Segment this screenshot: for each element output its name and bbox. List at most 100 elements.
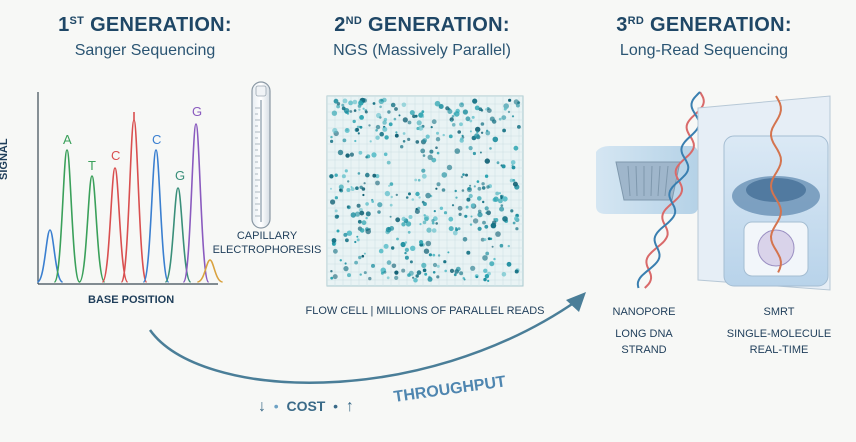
cluster-dot [422, 202, 427, 206]
cluster-dot [355, 186, 359, 190]
up-arrow-icon: ↑ [345, 398, 354, 415]
cluster-dot [389, 215, 392, 218]
gen2-subtitle: NGS (Massively Parallel) [333, 42, 511, 59]
cluster-dot [467, 187, 471, 191]
cluster-dot [372, 102, 376, 105]
chromatogram-peak [120, 119, 148, 283]
nanopore-line1: LONG DNA [615, 328, 673, 340]
cluster-dot [329, 174, 334, 179]
cluster-dot [375, 135, 380, 140]
chromatogram-peaks [36, 112, 223, 283]
cluster-dot [441, 188, 446, 192]
cluster-dot [431, 119, 437, 125]
cluster-dot [402, 132, 406, 135]
cluster-dot [348, 100, 353, 106]
cluster-dot [451, 204, 455, 207]
cluster-dot [414, 209, 420, 214]
cluster-dot [408, 215, 413, 219]
nanopore-title: NANOPORE [612, 306, 676, 318]
cluster-dot [483, 277, 487, 282]
chromatogram-x-label: BASE POSITION [88, 294, 175, 306]
cluster-dot [422, 138, 428, 143]
cluster-dot [481, 182, 485, 186]
cluster-dot [465, 173, 468, 177]
cluster-dot [432, 253, 436, 257]
cluster-dot [477, 196, 482, 201]
cluster-dot [506, 261, 512, 267]
cluster-dot [365, 172, 370, 178]
cluster-dot [446, 164, 453, 171]
cost-trend: ↓ • COST • ↑ [258, 398, 354, 416]
cluster-dot [401, 216, 406, 222]
cluster-dot [514, 269, 519, 274]
cluster-dot [416, 120, 422, 126]
cluster-dot [489, 116, 495, 122]
cluster-dot [371, 263, 375, 268]
cluster-dot [501, 164, 506, 169]
chromatogram-peak [101, 167, 129, 283]
cluster-dot [422, 268, 427, 273]
cluster-dot [383, 243, 389, 249]
cluster-dot [331, 242, 335, 245]
cluster-dot [352, 99, 358, 105]
cluster-dot [334, 209, 338, 213]
cluster-dot [356, 235, 359, 238]
cluster-dot [372, 173, 377, 178]
cluster-dot [457, 130, 461, 134]
gen1-title: 1ST GENERATION: [45, 14, 245, 37]
cluster-dot [400, 145, 404, 149]
bullet-dot: • [269, 398, 283, 414]
cluster-dot [486, 210, 491, 216]
cluster-dot [465, 205, 469, 209]
cluster-dot [368, 124, 371, 127]
cluster-dot [509, 178, 514, 183]
cluster-dot [420, 148, 426, 154]
cluster-dot [490, 222, 497, 229]
cluster-dot [470, 265, 476, 271]
base-label-g1: G [175, 168, 186, 183]
cluster-dot [478, 107, 483, 111]
cluster-dot [390, 102, 396, 108]
cluster-dot [366, 154, 371, 159]
cluster-dot [459, 102, 465, 108]
cluster-dot [402, 140, 406, 143]
cluster-dot [473, 185, 476, 188]
cluster-dot [468, 146, 473, 151]
cluster-dot [448, 216, 454, 222]
cluster-dot [425, 240, 432, 247]
cluster-dot [430, 126, 433, 129]
smrt-line1: SINGLE-MOLECULE [726, 328, 832, 340]
cluster-dot [448, 226, 454, 232]
cluster-dot [439, 206, 444, 210]
cluster-dot [468, 193, 473, 199]
cluster-dot [334, 173, 338, 177]
cluster-dot [378, 98, 384, 104]
cluster-dot [448, 134, 453, 139]
cluster-dot [376, 112, 382, 119]
chromatogram-peak [53, 149, 81, 283]
cluster-dot [483, 268, 488, 273]
smrt-illustration [697, 95, 831, 291]
capillary-label-line1: CAPILLARY [236, 230, 298, 242]
cluster-dot [472, 151, 476, 156]
cluster-dot [401, 102, 407, 108]
cluster-dot [383, 152, 388, 157]
cluster-dot [417, 206, 421, 210]
cluster-dot [457, 227, 461, 231]
cluster-dot [375, 124, 381, 130]
cluster-dot [515, 227, 519, 231]
cluster-dot [481, 186, 486, 190]
gen1-suffix: ST [69, 15, 85, 27]
smrt-line2: REAL-TIME [749, 344, 809, 356]
cluster-dot [349, 152, 354, 157]
cluster-dot [409, 260, 413, 264]
cluster-dot [395, 217, 401, 223]
cluster-dot [432, 262, 438, 268]
cluster-dot [443, 260, 447, 264]
cluster-dot [344, 169, 348, 173]
dna-helix-strand-a [644, 91, 705, 289]
cluster-dot [369, 140, 372, 143]
cluster-dot [384, 135, 389, 140]
cluster-dot [454, 189, 457, 193]
cluster-dot [511, 164, 514, 167]
